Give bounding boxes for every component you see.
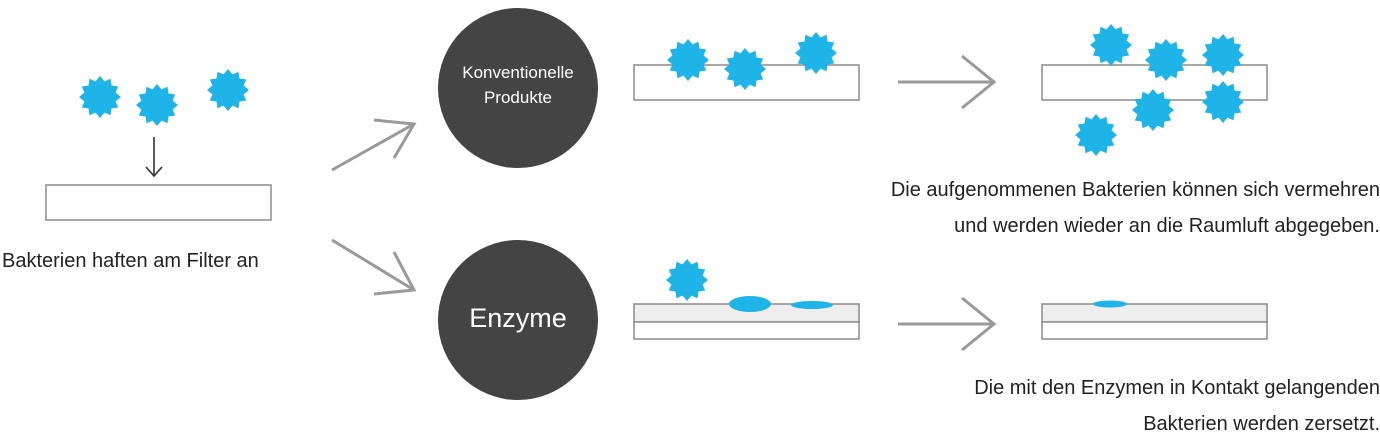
top-caption-line-1: Die aufgenommenen Bakterien können sich … [890, 179, 1380, 201]
arrow-right-icon [898, 54, 997, 110]
bacterium-icon [136, 84, 178, 126]
conventional-products-label: Konventionelle Produkte [438, 60, 598, 110]
decomposing-bacterium [729, 296, 771, 312]
enzymes-circle [438, 240, 598, 400]
top-caption: Die aufgenommenen Bakterien können sich … [891, 172, 1380, 244]
decomposed-bacterium [1093, 300, 1127, 308]
conventional-products-circle [438, 8, 598, 168]
filter-enzyme-result [1041, 321, 1268, 340]
conventional-line-2: Produkte [483, 88, 553, 107]
bacterium-icon [207, 69, 249, 111]
arrow-up-right-icon [331, 118, 417, 172]
top-caption-line-2: und werden wieder an die Raumluft abgege… [954, 215, 1380, 237]
bacterium-icon [666, 259, 708, 301]
bacterium-icon [1090, 24, 1132, 66]
bottom-caption-line-1: Die mit den Enzymen in Kontakt gelangend… [974, 377, 1380, 399]
arrow-down-right-icon [331, 238, 417, 296]
conventional-line-1: Konventionelle [462, 63, 574, 82]
enzymes-label: Enzyme [469, 303, 567, 333]
filter [45, 184, 272, 221]
enzyme-layer-result [1041, 303, 1268, 323]
filter-caption: Bakterien haften am Filter an [2, 250, 259, 272]
diagram-canvas [45, 8, 1268, 400]
bacterium-icon [79, 76, 121, 118]
bottom-caption-line-2: Bakterien werden zersetzt. [1143, 413, 1380, 435]
filter-enzyme [633, 321, 860, 340]
arrow-right-icon [898, 296, 997, 352]
bacterium-icon [1075, 114, 1117, 156]
bottom-caption: Die mit den Enzymen in Kontakt gelangend… [974, 370, 1380, 442]
down-arrow-icon [145, 137, 163, 178]
decomposing-bacterium [791, 301, 833, 309]
